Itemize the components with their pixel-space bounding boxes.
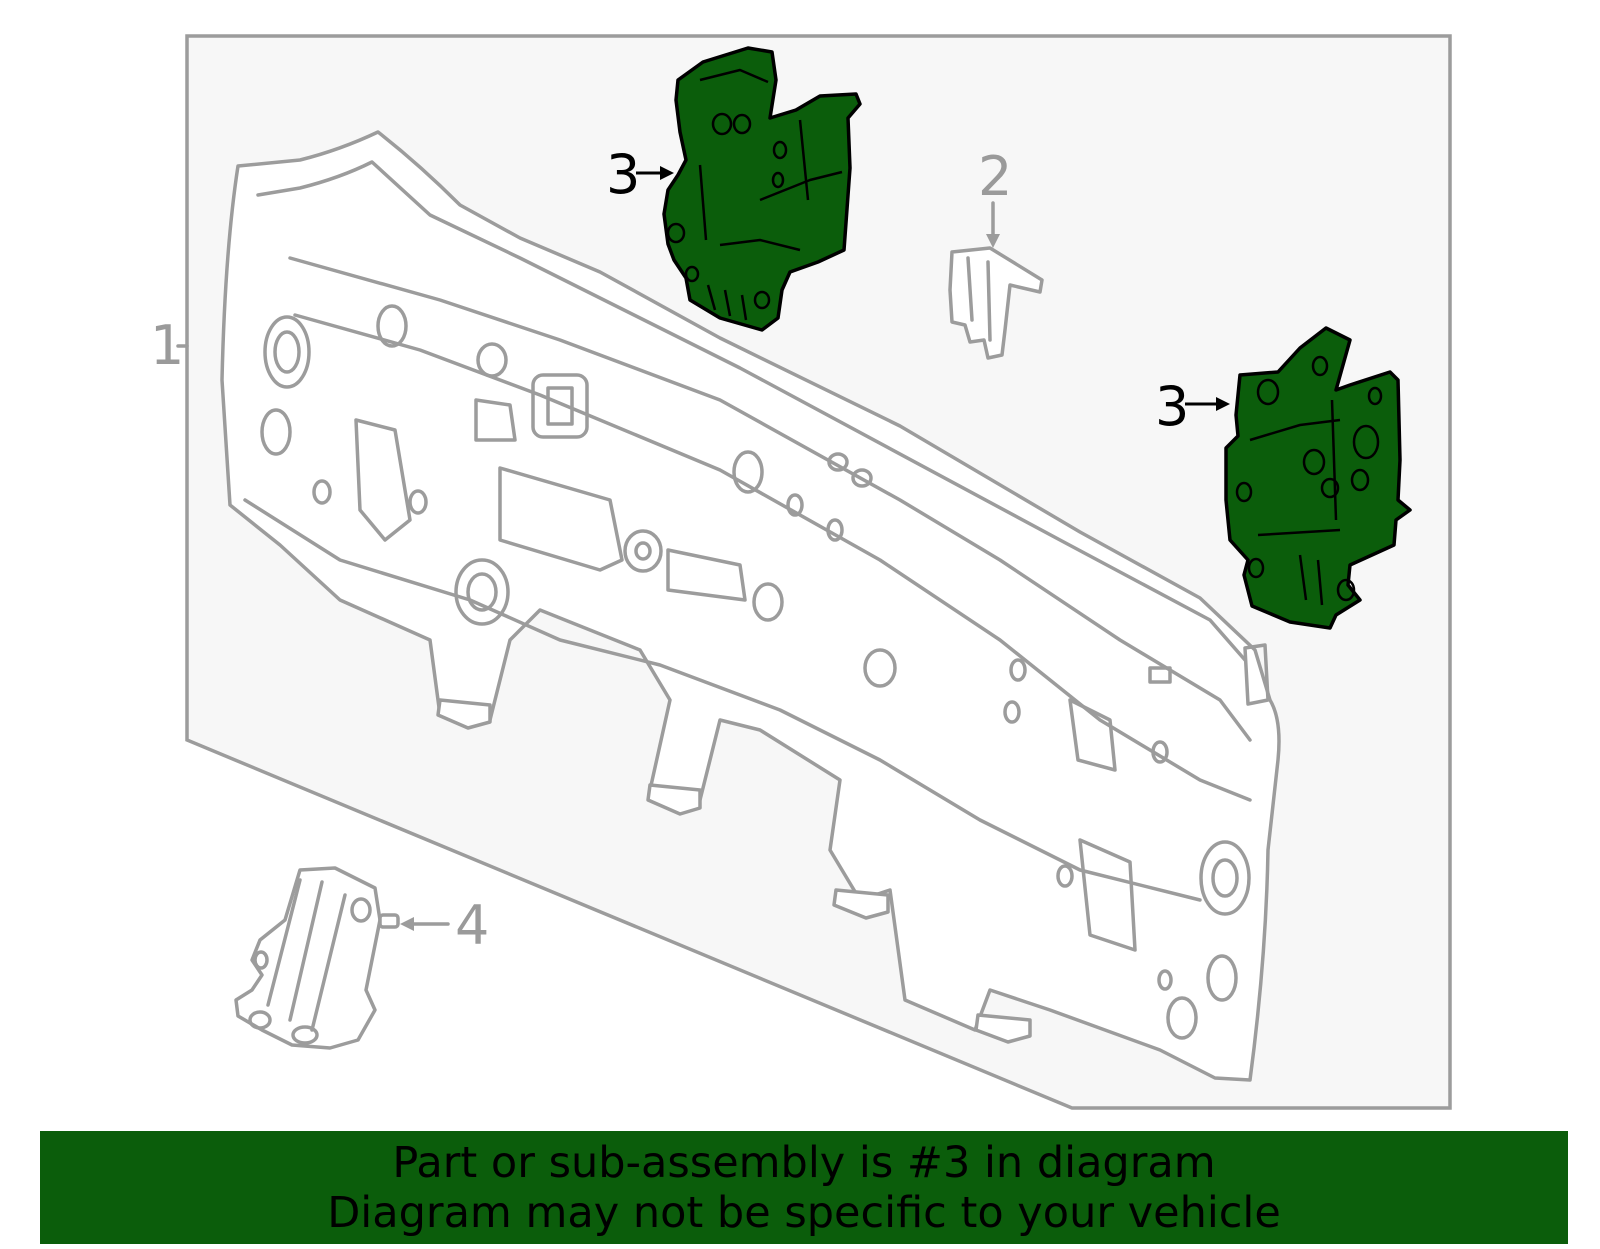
part-4-bracket (234, 866, 400, 1050)
callout-3-left-arrowhead (660, 166, 674, 180)
part-1-rear-panel (220, 130, 1281, 1082)
callout-3-right: 3 (1155, 375, 1189, 438)
callout-3-right-arrowhead (1216, 397, 1230, 411)
banner-line-1: Part or sub-assembly is #3 in diagram (392, 1137, 1216, 1188)
part-3-reinforcement-left (662, 46, 862, 332)
part-2-bracket (948, 246, 1044, 360)
parts-diagram: 1 (150, 34, 1452, 1110)
info-banner: Part or sub-assembly is #3 in diagram Di… (40, 1131, 1568, 1244)
callout-2-arrowhead (986, 234, 1000, 248)
callout-4-arrowhead (400, 917, 414, 931)
callout-2: 2 (978, 145, 1012, 208)
callout-4: 4 (455, 894, 489, 957)
callout-3-left: 3 (606, 143, 640, 206)
part-3-reinforcement-right (1224, 326, 1412, 630)
banner-line-2: Diagram may not be specific to your vehi… (327, 1187, 1281, 1238)
